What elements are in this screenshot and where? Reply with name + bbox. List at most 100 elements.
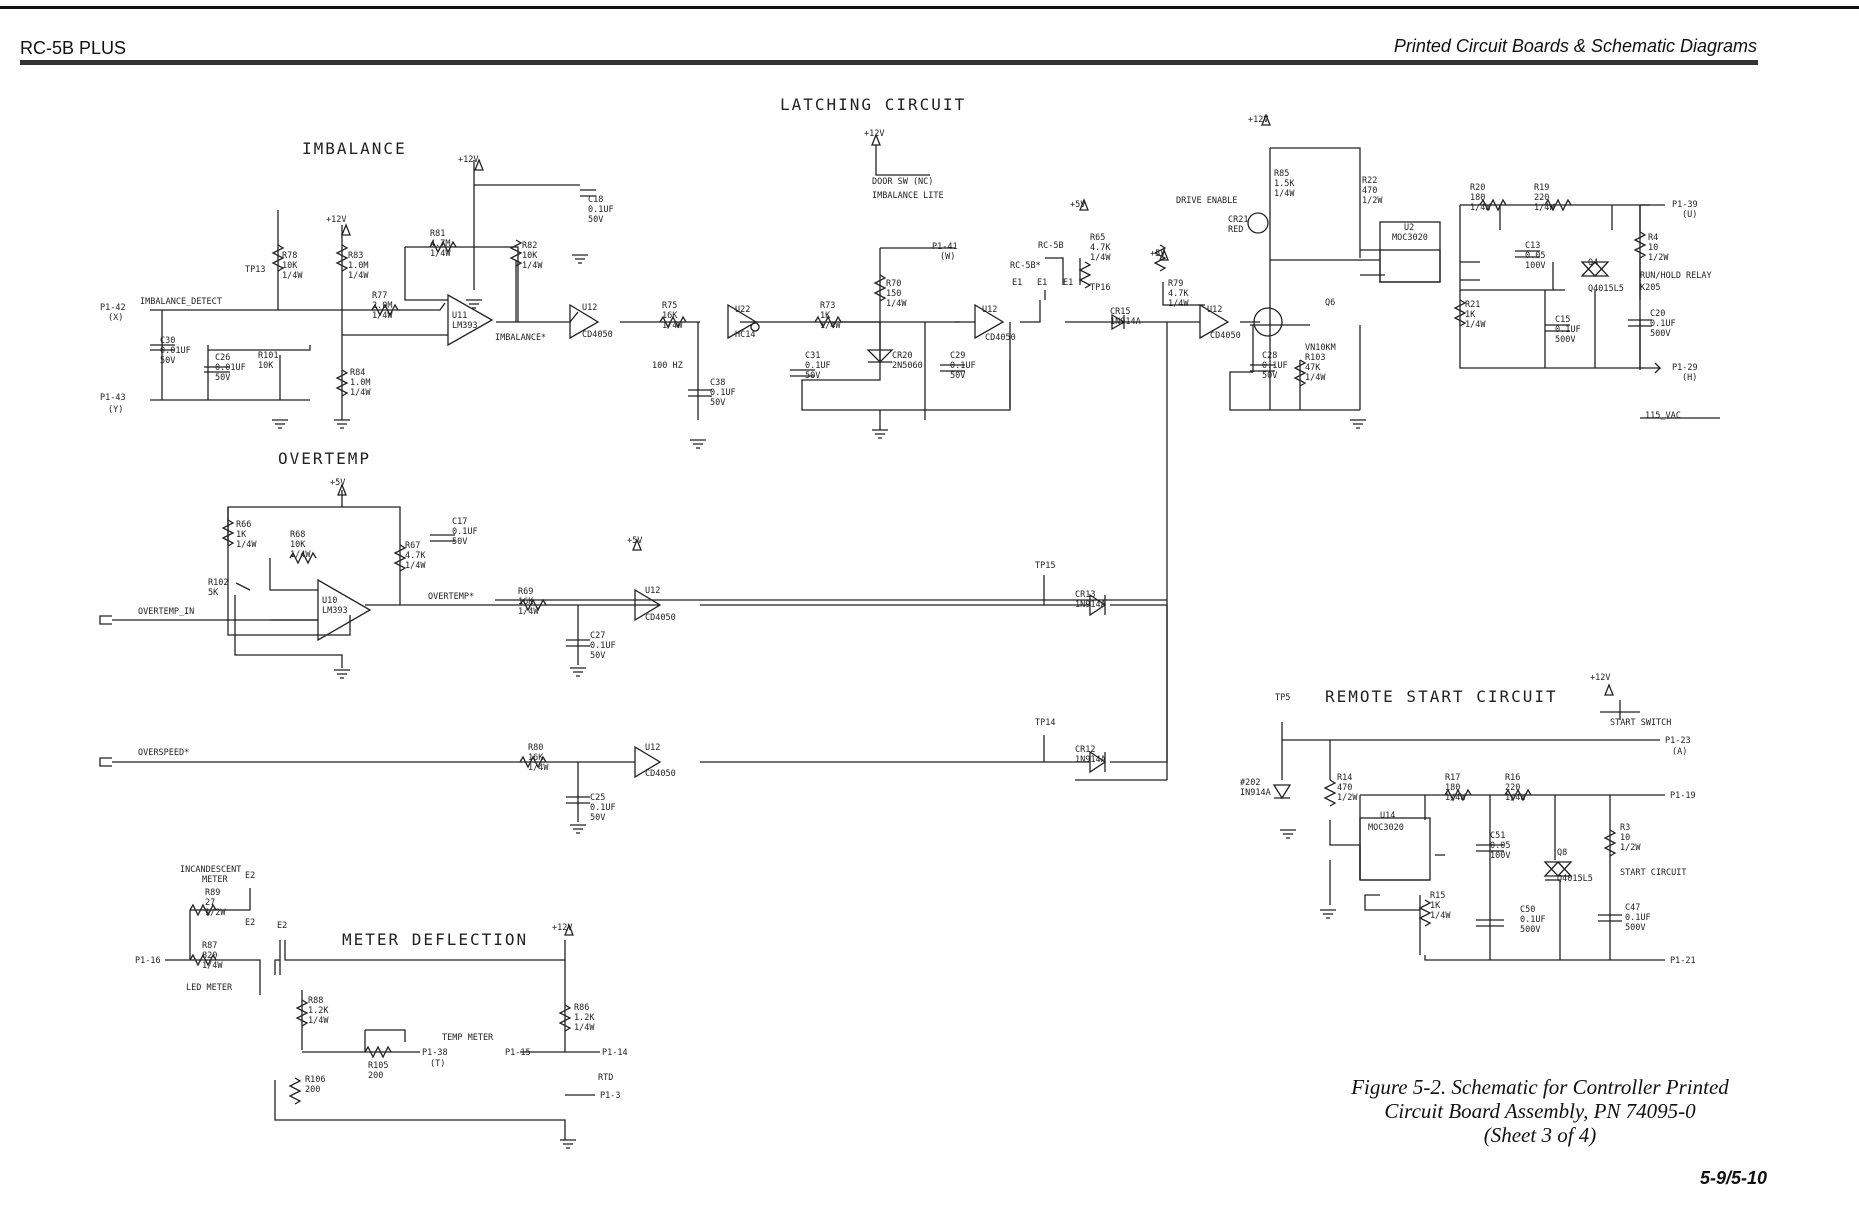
part-label-r103-2: 1/4W xyxy=(1305,373,1326,383)
label-p5v-u12: +5V xyxy=(627,536,642,546)
part-label-cr15-0: CR15 xyxy=(1110,307,1130,317)
part-label-r14-2: 1/2W xyxy=(1337,793,1358,803)
part-label-c20-0: C20 xyxy=(1650,309,1665,319)
part-label-r67-0: R67 xyxy=(405,541,420,551)
label-p12v-imbalance-b: +12V xyxy=(326,215,346,225)
part-label-c28-2: 50V xyxy=(1262,371,1277,381)
chip-q4: Q4 xyxy=(1588,258,1598,268)
ground-symbols xyxy=(272,254,1366,1149)
part-label-r22-0: R22 xyxy=(1362,176,1377,186)
part-label-c31-0: C31 xyxy=(805,351,820,361)
conn-p1-23: P1-23 xyxy=(1665,736,1691,746)
part-label-r86-2: 1/4W xyxy=(574,1023,595,1033)
part-label-r70-1: 150 xyxy=(886,289,901,299)
conn-p1-43: P1-43 xyxy=(100,393,126,403)
label-meter: METER xyxy=(202,875,228,885)
part-label-r17-2: 1/4W xyxy=(1445,793,1466,803)
chip-cd4050-e: CD4050 xyxy=(645,769,676,779)
part-label-r80-1: 16K xyxy=(528,753,544,763)
conn-p1-38: P1-38 xyxy=(422,1048,448,1058)
part-label-c13-1: 0.05 xyxy=(1525,251,1545,261)
part-label-c28-1: 0.1UF xyxy=(1262,361,1288,371)
conn-p1-42: P1-42 xyxy=(100,303,126,313)
part-label-c30-2: 50V xyxy=(160,356,175,366)
part-label-c47-2: 500V xyxy=(1625,923,1645,933)
part-label-r87-2: 1/4W xyxy=(202,961,223,971)
label-p12v-imbalance-a: +12V xyxy=(458,155,478,165)
part-label-r87-1: 820 xyxy=(202,951,217,961)
part-label-r89-1: 27 xyxy=(205,898,215,908)
part-label-r79-1: 4.7K xyxy=(1168,289,1189,299)
label-start-switch: START SWITCH xyxy=(1610,718,1671,728)
chip-u11-type: LM393 xyxy=(452,321,478,331)
part-label-r84-1: 1.0M xyxy=(350,378,370,388)
part-label-r77-0: R77 xyxy=(372,291,387,301)
power-arrows xyxy=(337,113,1614,936)
part-label-r106-0: R106 xyxy=(305,1075,325,1085)
part-label-c50-0: C50 xyxy=(1520,905,1535,915)
part-label-c17-1: 0.1UF xyxy=(452,527,478,537)
part-label-r81-2: 1/4W xyxy=(430,249,451,259)
part-label-c15-2: 500V xyxy=(1555,335,1575,345)
chip-u12-d: U12 xyxy=(645,586,660,596)
part-label-c26-1: 0.01UF xyxy=(215,363,246,373)
section-meter-title: METER DEFLECTION xyxy=(342,930,528,949)
part-label-c29-0: C29 xyxy=(950,351,965,361)
conn-p1-19: P1-19 xyxy=(1670,791,1696,801)
part-label-r77-1: 2.0M xyxy=(372,301,392,311)
header-title: RC-5B PLUS xyxy=(20,38,127,58)
conn-p1-23-sub: (A) xyxy=(1672,747,1687,757)
part-label-r65-0: R65 xyxy=(1090,233,1105,243)
part-label-r106-1: 200 xyxy=(305,1085,320,1095)
label-p5v-a: +5V xyxy=(1070,200,1085,210)
part-label-c50-2: 500V xyxy=(1520,925,1540,935)
figure-caption: Figure 5-2. Schematic for Controller Pri… xyxy=(1300,1075,1780,1147)
part-label-c15-1: 0.1UF xyxy=(1555,325,1581,335)
label-led-meter: LED METER xyxy=(186,983,233,993)
caption-line-1: Figure 5-2. Schematic for Controller Pri… xyxy=(1351,1075,1729,1099)
part-label-r19-1: 220 xyxy=(1534,193,1549,203)
part-label-r3-2: 1/2W xyxy=(1620,843,1641,853)
page-number: 5-9/5-10 xyxy=(1699,1168,1767,1188)
part-labels: R7810K1/4WR831.0M1/4WR814.7M1/4WR8210K1/… xyxy=(160,169,1676,1095)
label-p5v-b: +5V xyxy=(1150,249,1165,259)
part-label-r15-0: R15 xyxy=(1430,891,1445,901)
part-label-r75-0: R75 xyxy=(662,301,677,311)
overtemp-wiring xyxy=(99,490,1168,822)
chip-u11: U11 xyxy=(452,311,467,321)
conn-p1-21: P1-21 xyxy=(1670,956,1696,966)
part-label-r85-2: 1/4W xyxy=(1274,189,1295,199)
part-label-cr21-0: CR21 xyxy=(1228,215,1248,225)
part-label-r17-0: R17 xyxy=(1445,773,1460,783)
part-label-r89-2: 1/2W xyxy=(205,908,226,918)
part-label-r78-0: R78 xyxy=(282,251,297,261)
section-imbalance-title: IMBALANCE xyxy=(302,139,407,158)
part-label-c29-2: 50V xyxy=(950,371,965,381)
part-label-cr15-1: 1N914A xyxy=(1110,317,1141,327)
top-rule xyxy=(0,6,1859,9)
chip-e1-a: E1 xyxy=(1012,278,1022,288)
part-label-r75-1: 16K xyxy=(662,311,678,321)
part-label-c28-0: C28 xyxy=(1262,351,1277,361)
label-door-sw: DOOR SW (NC) xyxy=(872,177,933,187)
chip-u14-type: MOC3020 xyxy=(1368,823,1404,833)
conn-p1-39-sub: (U) xyxy=(1682,210,1697,220)
chip-tp13: TP13 xyxy=(245,265,265,275)
part-label-r65-1: 4.7K xyxy=(1090,243,1111,253)
chip-rc5b: RC-5B xyxy=(1038,241,1064,251)
part-label-c50-1: 0.1UF xyxy=(1520,915,1546,925)
chip-q6-type: VN10KM xyxy=(1305,343,1336,353)
chip-cd4050-d: CD4050 xyxy=(645,613,676,623)
part-label-c18-2: 50V xyxy=(588,215,603,225)
part-label-r16-1: 220 xyxy=(1505,783,1520,793)
part-label-cr20-0: CR20 xyxy=(892,351,912,361)
label-imbalance-lite: IMBALANCE LITE xyxy=(872,191,944,201)
label-p12v-drive: +12V xyxy=(1248,115,1268,125)
chip-e2-c: E2 xyxy=(277,921,287,931)
part-label-r20-1: 180 xyxy=(1470,193,1485,203)
part-label-c13-2: 100V xyxy=(1525,261,1545,271)
part-label-r4-2: 1/2W xyxy=(1648,253,1669,263)
part-label-r3-0: R3 xyxy=(1620,823,1630,833)
part-label-r79-0: R79 xyxy=(1168,279,1183,289)
